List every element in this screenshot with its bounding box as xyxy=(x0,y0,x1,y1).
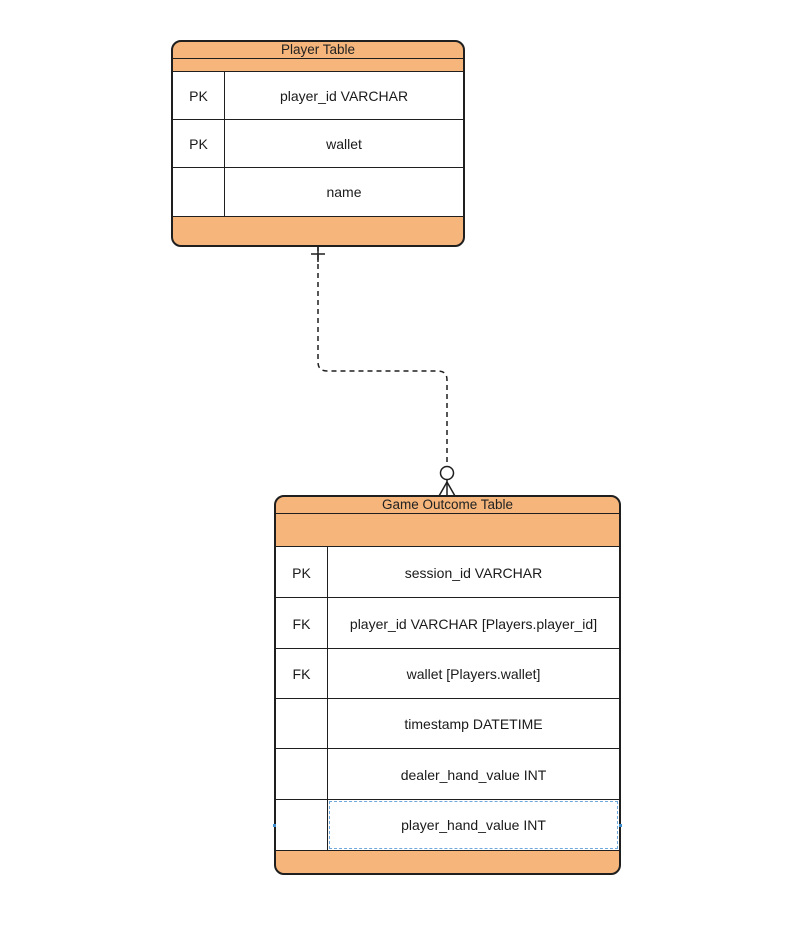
table-row-selected[interactable]: player_hand_value INT xyxy=(276,799,619,851)
table-row[interactable]: dealer_hand_value INT xyxy=(276,748,619,800)
field-cell: wallet [Players.wallet] xyxy=(406,666,541,682)
table-row[interactable]: FK player_id VARCHAR [Players.player_id] xyxy=(276,597,619,649)
field-cell: player_id VARCHAR xyxy=(279,88,409,104)
table-row[interactable]: PK player_id VARCHAR xyxy=(173,71,463,120)
field-cell: dealer_hand_value INT xyxy=(400,766,547,783)
table-row[interactable]: FK wallet [Players.wallet] xyxy=(276,648,619,699)
key-cell: FK xyxy=(276,649,328,699)
key-cell xyxy=(276,699,328,749)
table-row[interactable]: timestamp DATETIME xyxy=(276,698,619,749)
table-row[interactable]: PK session_id VARCHAR xyxy=(276,546,619,598)
zero-or-many-marker xyxy=(438,465,456,497)
key-cell: PK xyxy=(173,120,225,168)
field-cell: player_id VARCHAR [Players.player_id] xyxy=(349,615,598,632)
key-cell: PK xyxy=(276,547,328,598)
key-cell: FK xyxy=(276,598,328,649)
title-divider xyxy=(276,513,619,514)
field-cell: timestamp DATETIME xyxy=(404,716,543,732)
field-cell: player_hand_value INT xyxy=(328,800,619,850)
field-cell: session_id VARCHAR xyxy=(404,564,543,581)
selection-handle-right[interactable] xyxy=(619,824,622,827)
key-cell xyxy=(276,749,328,800)
game-outcome-table[interactable]: Game Outcome Table PK session_id VARCHAR… xyxy=(274,495,621,875)
relationship-line[interactable] xyxy=(317,246,448,466)
field-cell: wallet xyxy=(326,136,362,152)
key-cell: PK xyxy=(173,72,225,120)
title-divider xyxy=(173,58,463,59)
player-table-title: Player Table xyxy=(280,42,356,57)
game-outcome-table-title: Game Outcome Table xyxy=(381,497,514,512)
key-cell xyxy=(276,800,328,850)
player-table[interactable]: Player Table PK player_id VARCHAR PK wal… xyxy=(171,40,465,247)
field-cell: name xyxy=(326,184,362,200)
key-cell xyxy=(173,168,225,216)
table-row[interactable]: name xyxy=(173,167,463,217)
selection-handle-left[interactable] xyxy=(273,824,276,827)
one-mandatory-marker xyxy=(311,246,325,262)
table-row[interactable]: PK wallet xyxy=(173,119,463,168)
